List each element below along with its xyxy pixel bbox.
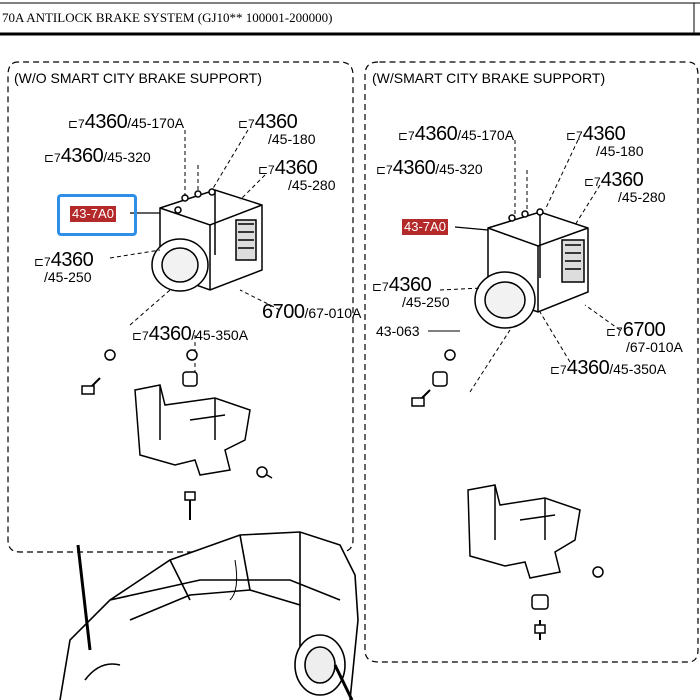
left-label-7[interactable]: ⊏74360/45-350A <box>132 323 249 345</box>
right-label-7[interactable]: ⊏74360/45-350A <box>550 357 667 379</box>
selection-frame <box>57 194 137 236</box>
right-part-code-highlight[interactable]: 43-7A0 <box>402 219 448 235</box>
right-label-3[interactable]: ⊏74360/45-320 <box>376 157 483 179</box>
left-part-code-highlight[interactable]: 43-7A0 <box>70 206 116 222</box>
right-label-2[interactable]: ⊏74360/45-180 <box>566 123 644 159</box>
left-label-4[interactable]: ⊏74360/45-280 <box>258 157 336 193</box>
right-part-43-063[interactable]: 43-063 <box>376 323 420 339</box>
right-bracket <box>411 349 604 640</box>
left-bracket <box>81 349 273 520</box>
right-panel-title: (W/SMART CITY BRAKE SUPPORT) <box>372 70 606 86</box>
left-label-5[interactable]: ⊏74360/45-250 <box>34 249 94 285</box>
right-label-4[interactable]: ⊏74360/45-280 <box>584 169 666 205</box>
left-label-1[interactable]: ⊏74360/45-170A <box>68 111 185 133</box>
left-label-6[interactable]: 6700/67-010A <box>262 301 362 323</box>
left-panel-title: (W/O SMART CITY BRAKE SUPPORT) <box>14 70 262 86</box>
vehicle-outline <box>59 531 359 700</box>
left-label-3[interactable]: ⊏74360/45-320 <box>44 145 151 167</box>
page-title: 70A ANTILOCK BRAKE SYSTEM (GJ10** 100001… <box>2 10 333 25</box>
left-abs-unit <box>151 188 263 292</box>
right-abs-unit <box>474 208 589 329</box>
right-label-5[interactable]: ⊏74360/45-250 <box>372 274 450 310</box>
right-label-1[interactable]: ⊏74360/45-170A <box>398 123 515 145</box>
right-label-6[interactable]: ⊏76700/67-010A <box>606 319 683 355</box>
left-label-2[interactable]: ⊏74360/45-180 <box>238 111 316 147</box>
